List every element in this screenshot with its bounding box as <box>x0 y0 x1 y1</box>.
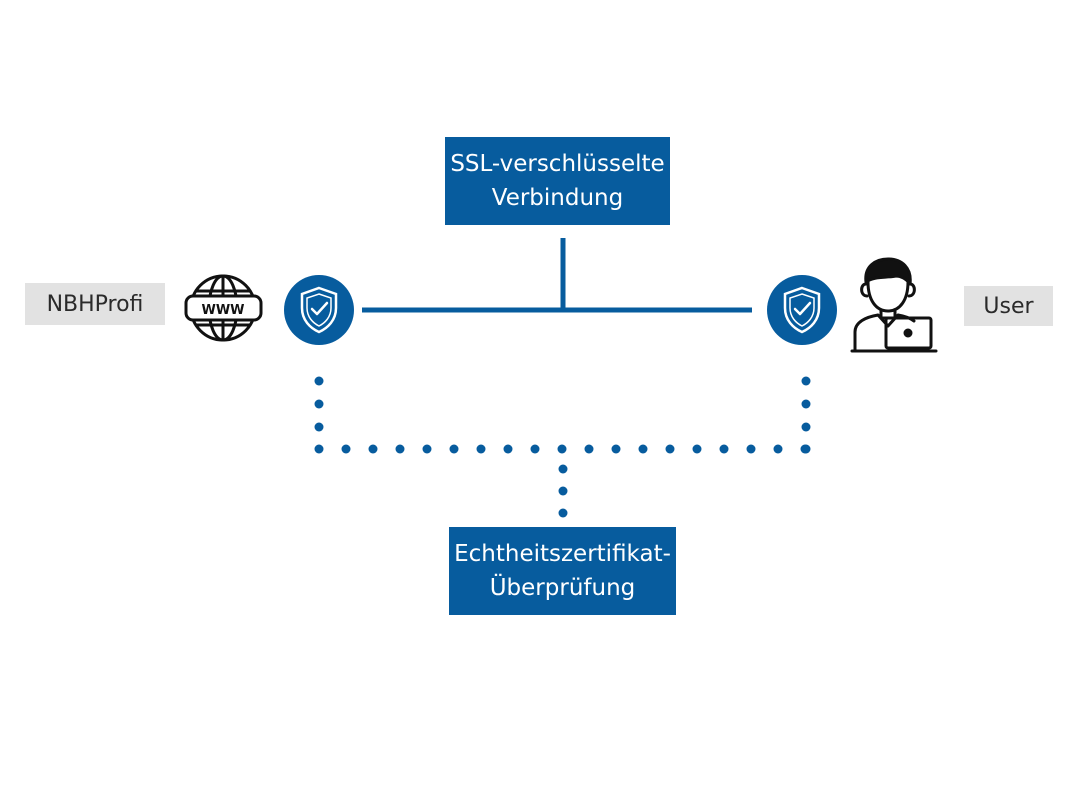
path-dot <box>557 444 567 454</box>
shield-check-icon-right <box>767 275 837 345</box>
path-dot <box>801 444 811 454</box>
certificate-check-path <box>314 376 811 518</box>
path-dot <box>368 444 378 454</box>
path-dot <box>801 399 811 409</box>
path-dot <box>558 464 568 474</box>
client-label: User <box>964 286 1053 326</box>
path-dot <box>314 444 324 454</box>
path-dot <box>584 444 594 454</box>
path-dot <box>558 486 568 496</box>
path-dot <box>422 444 432 454</box>
path-dot <box>314 399 324 409</box>
user-laptop-icon <box>850 257 938 353</box>
path-dot <box>638 444 648 454</box>
server-label: NBHProfi <box>25 283 165 325</box>
globe-www-icon: WWW <box>184 274 263 342</box>
path-dot <box>801 376 811 386</box>
path-dot <box>503 444 513 454</box>
path-dot <box>314 422 324 432</box>
certificate-check-box: Echtheitszertifikat- Überprüfung <box>449 527 676 615</box>
svg-text:WWW: WWW <box>201 303 244 318</box>
shield-check-icon-left <box>284 275 354 345</box>
path-dot <box>801 422 811 432</box>
path-dot <box>665 444 675 454</box>
path-dot <box>746 444 756 454</box>
path-dot <box>773 444 783 454</box>
path-dot <box>692 444 702 454</box>
path-dot <box>395 444 405 454</box>
path-dot <box>558 508 568 518</box>
path-dot <box>449 444 459 454</box>
path-dot <box>719 444 729 454</box>
path-dot <box>530 444 540 454</box>
path-dot <box>611 444 621 454</box>
path-dot <box>341 444 351 454</box>
ssl-connection-box: SSL-verschlüsselte Verbindung <box>445 137 670 225</box>
path-dot <box>314 376 324 386</box>
ssl-connection-line <box>362 238 752 313</box>
path-dot <box>476 444 486 454</box>
